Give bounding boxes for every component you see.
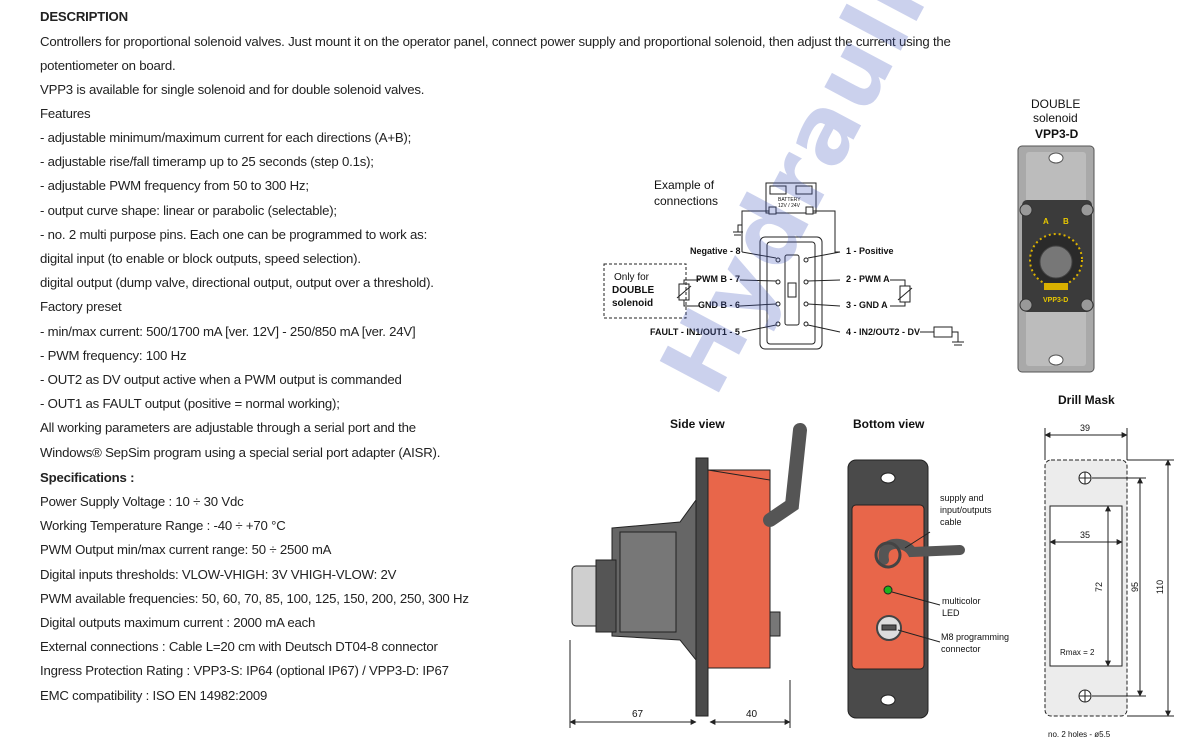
description-line: - min/max current: 500/1700 mA [ver. 12V… xyxy=(40,324,416,339)
pin-in2-out2-4: 4 - IN2/OUT2 - DV xyxy=(846,327,921,337)
side-view-title: Side view xyxy=(670,417,725,431)
drill-width-label: 39 xyxy=(1080,423,1091,433)
dial-b-label: B xyxy=(1063,217,1069,226)
description-line: VPP3 is available for single solenoid an… xyxy=(40,82,425,97)
drill-mask-drawing xyxy=(1044,428,1174,717)
description-line: Controllers for proportional solenoid va… xyxy=(40,34,951,49)
double-label: DOUBLE xyxy=(612,285,655,296)
spec-line: Digital outputs maximum current : 2000 m… xyxy=(40,615,316,630)
spec-line: Digital inputs thresholds: VLOW-VHIGH: 3… xyxy=(40,567,397,582)
cable-label-line1: supply and xyxy=(940,493,984,503)
only-for-label: Only for xyxy=(614,272,650,283)
description-line: All working parameters are adjustable th… xyxy=(40,420,416,435)
side-view-dim-right: 40 xyxy=(746,709,758,720)
connection-diagram xyxy=(603,182,964,350)
battery-voltage-label: 12V / 24V xyxy=(778,203,800,209)
spec-line: PWM Output min/max current range: 50 ÷ 2… xyxy=(40,542,332,557)
description-line: - adjustable rise/fall timeramp up to 25… xyxy=(40,154,374,169)
description-line: Factory preset xyxy=(40,299,122,314)
spec-line: Working Temperature Range : -40 ÷ +70 °C xyxy=(40,518,286,533)
product-line2: solenoid xyxy=(1033,111,1078,125)
solenoid-label: solenoid xyxy=(612,298,654,309)
description-heading: DESCRIPTION xyxy=(40,9,128,24)
pin-gnd-b-6: GND B - 6 xyxy=(698,300,741,310)
dial-model-label: VPP3-D xyxy=(1043,297,1069,304)
pin-gnd-a-3: 3 - GND A xyxy=(846,300,888,310)
pin-negative-8: Negative - 8 xyxy=(690,246,741,256)
description-line: digital output (dump valve, directional … xyxy=(40,275,434,290)
bottom-view-drawing xyxy=(847,459,965,719)
description-line: digital input (to enable or block output… xyxy=(40,251,361,266)
product-line1: DOUBLE xyxy=(1031,97,1081,111)
spec-line: External connections : Cable L=20 cm wit… xyxy=(40,639,438,654)
battery-label: BATTERY xyxy=(778,197,801,203)
drill-inner-height-label: 72 xyxy=(1094,581,1105,593)
description-line: Features xyxy=(40,106,91,121)
side-view-drawing xyxy=(569,423,807,728)
description-line: - PWM frequency: 100 Hz xyxy=(40,348,187,363)
description-line: - OUT1 as FAULT output (positive = norma… xyxy=(40,396,340,411)
description-line: - adjustable PWM frequency from 50 to 30… xyxy=(40,178,309,193)
spec-line: EMC compatibility : ISO EN 14982:2009 xyxy=(40,688,268,703)
m8-label-line2: connector xyxy=(941,644,981,654)
spec-line: PWM available frequencies: 50, 60, 70, 8… xyxy=(40,591,469,606)
connections-title-line2: connections xyxy=(654,194,719,208)
spec-line: Power Supply Voltage : 10 ÷ 30 Vdc xyxy=(40,494,244,509)
description-line: Windows® SepSim program using a special … xyxy=(40,445,441,460)
side-view-dim-left: 67 xyxy=(632,709,644,720)
dial-a-label: A xyxy=(1043,217,1049,226)
led-label-line1: multicolor xyxy=(942,596,981,606)
drill-height-label: 110 xyxy=(1155,579,1166,595)
pin-pwm-a-2: 2 - PWM A xyxy=(846,274,890,284)
description-line: potentiometer on board. xyxy=(40,58,176,73)
drill-hole-spacing-label: 95 xyxy=(1130,581,1141,593)
spec-line: Ingress Protection Rating : VPP3-S: IP64… xyxy=(40,663,449,678)
product-photo xyxy=(1017,145,1095,373)
description-line: - OUT2 as DV output active when a PWM ou… xyxy=(40,372,402,387)
description-line: - adjustable minimum/maximum current for… xyxy=(40,130,412,145)
drill-mask-title: Drill Mask xyxy=(1058,393,1115,407)
connections-title-line1: Example of xyxy=(654,178,715,192)
pin-fault-5: FAULT - IN1/OUT1 - 5 xyxy=(650,327,740,337)
pin-positive-1: 1 - Positive xyxy=(846,246,894,256)
product-model: VPP3-D xyxy=(1035,127,1079,141)
drill-radius-label: Rmax = 2 xyxy=(1060,648,1095,657)
drill-inner-width-label: 35 xyxy=(1080,530,1091,540)
led-label-line2: LED xyxy=(942,608,960,618)
description-line: - no. 2 multi purpose pins. Each one can… xyxy=(40,227,428,242)
m8-label-line1: M8 programming xyxy=(941,632,1010,642)
specifications-heading: Specifications : xyxy=(40,470,135,485)
cable-label-line2: input/outputs xyxy=(940,505,992,515)
description-line: - output curve shape: linear or paraboli… xyxy=(40,203,337,218)
bottom-view-title: Bottom view xyxy=(853,417,925,431)
drill-holes-note: no. 2 holes - ø5.5 xyxy=(1048,730,1111,739)
pin-pwm-b-7: PWM B - 7 xyxy=(696,274,740,284)
cable-label-line3: cable xyxy=(940,517,962,527)
